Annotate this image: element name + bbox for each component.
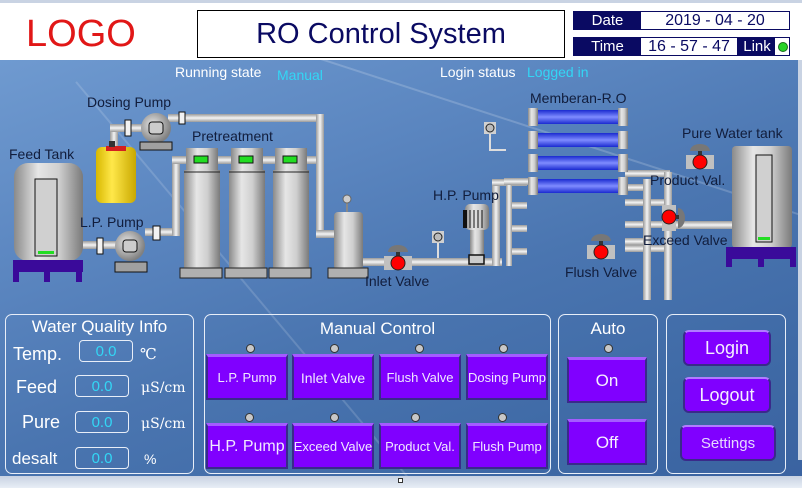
window-edge [798, 60, 802, 460]
flush-pump-status-icon [498, 413, 507, 422]
date-value: 2019 - 04 - 20 [665, 11, 765, 29]
temp-unit: ℃ [140, 345, 157, 363]
login-button[interactable]: Login [683, 330, 771, 366]
link-indicator-icon [778, 42, 788, 52]
inlet-valve-status-icon [330, 344, 339, 353]
user-panel: Login Logout Settings [666, 314, 786, 474]
pretreatment-label: Pretreatment [192, 128, 273, 144]
inlet-valve-button[interactable]: Inlet Valve [292, 354, 374, 400]
hp-pump-button[interactable]: H.P. Pump [206, 423, 288, 469]
link-label: Link [739, 38, 775, 55]
time-display: Time 16 - 57 - 47 [573, 37, 738, 56]
product-valve-status-icon [411, 413, 420, 422]
resize-handle[interactable] [398, 478, 403, 483]
settings-button[interactable]: Settings [680, 425, 776, 461]
desalt-field: 0.0 [75, 447, 129, 469]
pretreatment-filters [179, 148, 312, 279]
security-filter [327, 194, 369, 279]
login-status-label: Login status [440, 64, 516, 80]
desalt-unit: % [144, 451, 157, 467]
pure-water-tank [726, 146, 796, 267]
lp-pump-button[interactable]: L.P. Pump [206, 354, 288, 400]
header-bar: LOGO RO Control System Date 2019 - 04 - … [0, 0, 802, 60]
water-quality-title: Water Quality Info [31, 317, 168, 336]
hp-pump-status-icon [245, 413, 254, 422]
dosing-pump-label: Dosing Pump [87, 94, 172, 110]
logout-button[interactable]: Logout [683, 377, 771, 413]
running-state-value: Manual [277, 67, 323, 83]
feed-tank [13, 163, 83, 282]
time-label: Time [574, 38, 641, 55]
feed-unit: μS/cm [141, 380, 186, 396]
inlet-valve-label: Inlet Valve [365, 273, 430, 289]
flush-pump-button[interactable]: Flush Pump [466, 423, 548, 469]
flush-valve-button[interactable]: Flush Valve [379, 354, 461, 400]
dosing-pump-status-icon [499, 344, 508, 353]
desalt-label: desalt [12, 449, 58, 468]
feed-label: Feed [16, 377, 58, 397]
pure-label: Pure [22, 412, 61, 432]
auto-title: Auto [590, 319, 626, 338]
pure-field: 0.0 [75, 411, 129, 433]
lp-pump-label: L.P. Pump [80, 214, 144, 230]
feed-field: 0.0 [75, 375, 129, 397]
exceed-valve-button[interactable]: Exceed Valve [292, 423, 374, 469]
auto-on-button[interactable]: On [567, 357, 647, 403]
product-valve-button[interactable]: Product Val. [379, 423, 461, 469]
running-state-label: Running state [175, 64, 262, 80]
date-label: Date [574, 12, 641, 29]
dosing-pump-button[interactable]: Dosing Pump [466, 354, 548, 400]
process-diagram [13, 108, 796, 300]
logo: LOGO [26, 13, 136, 55]
auto-panel: Auto On Off [558, 314, 658, 474]
hp-pump-label: H.P. Pump [433, 187, 499, 203]
inlet-valve-icon [384, 245, 412, 271]
pure-water-tank-label: Pure Water tank [682, 125, 783, 141]
membrane-gauge-icon [484, 122, 506, 151]
flush-valve-icon [587, 234, 615, 260]
auto-status-icon [604, 344, 613, 353]
login-status-value: Logged in [527, 64, 589, 80]
product-valve-label: Product Val. [650, 172, 726, 188]
pressure-gauge-icon [432, 231, 444, 258]
feed-tank-label: Feed Tank [9, 146, 75, 162]
ro-membranes [528, 108, 628, 195]
flush-valve-label: Flush Valve [565, 264, 638, 280]
temp-label: Temp. [13, 344, 63, 364]
pure-unit: μS/cm [141, 416, 186, 432]
app-title: RO Control System [197, 10, 565, 58]
auto-off-button[interactable]: Off [567, 419, 647, 465]
product-valve-icon [686, 144, 714, 170]
water-quality-panel: Water Quality Info Temp. 0.0 ℃ Feed 0.0 … [5, 314, 194, 474]
exceed-valve-status-icon [330, 413, 339, 422]
link-status: Link [738, 37, 790, 56]
date-display: Date 2019 - 04 - 20 [573, 11, 790, 30]
exceed-valve-label: Exceed Valve [643, 232, 728, 248]
lp-pump-icon [96, 225, 161, 273]
lp-pump-status-icon [246, 344, 255, 353]
dosing-pump-icon [124, 111, 186, 151]
dosing-tank [96, 141, 136, 203]
hp-pump-icon [463, 204, 489, 265]
membrane-label: Memberan-R.O [530, 90, 627, 106]
flush-valve-status-icon [415, 344, 424, 353]
time-value: 16 - 57 - 47 [648, 37, 730, 55]
exceed-valve-icon [661, 205, 685, 231]
temp-field: 0.0 [79, 340, 133, 362]
manual-control-panel: Manual Control L.P. Pump Inlet Valve Flu… [204, 314, 551, 474]
manual-control-title: Manual Control [319, 319, 436, 338]
